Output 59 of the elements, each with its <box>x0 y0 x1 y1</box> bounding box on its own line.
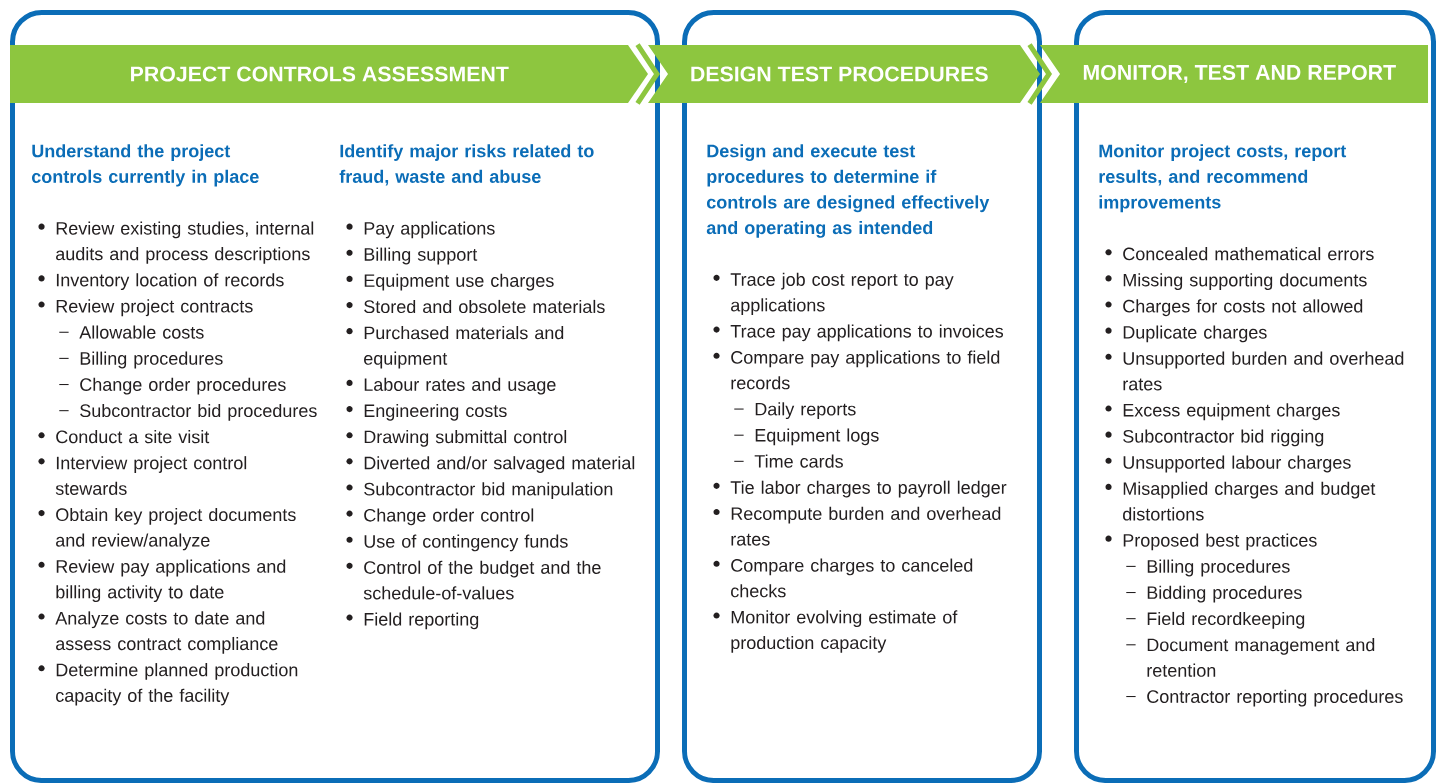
sub-item: Document management and retention <box>1125 638 1375 677</box>
bullet-item: Trace job cost report to pay applications <box>713 272 954 316</box>
bullet-item: Excess equipment charges <box>1105 403 1340 421</box>
sub-item: Change order procedures <box>58 377 286 395</box>
bullet-item: Use of contingency funds <box>346 534 568 552</box>
bullet-item: Change order control <box>346 508 534 526</box>
step-header: PROJECT CONTROLS ASSESSMENT <box>10 45 648 103</box>
bullet-item: Review pay applications and billing activity to date <box>38 559 286 602</box>
bullet-item: Missing supporting documents <box>1105 273 1367 290</box>
bullet-item: Review existing studies, internal audits and process descriptions <box>38 221 314 264</box>
bullet-item: Misapplied charges and budget distortions <box>1105 481 1376 521</box>
bullet-item: Inventory location of records <box>38 273 284 290</box>
bullet-item: Drawing submittal control <box>346 430 567 447</box>
sub-item: Billing procedures <box>1125 559 1290 577</box>
sub-item: Bidding procedures <box>1125 585 1302 603</box>
bullet-item: Charges for costs not allowed <box>1105 299 1363 317</box>
sub-item: Daily reports <box>733 402 856 420</box>
bullet-item: Subcontractor bid rigging <box>1105 429 1324 447</box>
bullet-item: Compare pay applications to field records <box>713 350 1000 390</box>
sub-item: Contractor reporting procedures <box>1125 689 1403 707</box>
bullet-item: Duplicate charges <box>1105 325 1267 343</box>
bullet-item: Control of the budget and the schedule-of-values <box>346 560 601 600</box>
bullet-item: Engineering costs <box>346 403 507 421</box>
bullet-item: Unsupported burden and overhead rates <box>1105 351 1404 391</box>
bullet-item: Review project contracts <box>38 299 253 317</box>
bullet-item: Billing support <box>346 247 478 265</box>
column-heading: Identify major risks related to fraud, waste and abuse <box>339 144 594 186</box>
bullet-item: Interview project control stewards <box>38 456 247 495</box>
bullet-item: Proposed best practices <box>1105 533 1317 551</box>
bullet-item: Field reporting <box>346 612 479 630</box>
column-heading: Understand the project controls currently in place <box>32 144 259 187</box>
sub-item: Allowable costs <box>58 325 204 339</box>
sub-item: Time cards <box>733 454 843 468</box>
sub-item: Subcontractor bid procedures <box>58 403 317 421</box>
sub-item: Field recordkeeping <box>1125 611 1305 629</box>
bullet-item: Analyze costs to date and assess contract compliance <box>38 611 278 654</box>
bullet-item: Labour rates and usage <box>346 377 556 395</box>
bullet-item: Pay applications <box>346 221 495 239</box>
bullet-item: Subcontractor bid manipulation <box>346 482 613 500</box>
step-header: MONITOR, TEST AND REPORT <box>1040 45 1428 103</box>
bullet-item: Conduct a site visit <box>38 430 210 444</box>
bullet-item: Compare charges to canceled checks <box>713 558 973 598</box>
bullet-item: Equipment use charges <box>346 273 554 291</box>
step-header: DESIGN TEST PROCEDURES <box>648 45 1040 103</box>
bullet-item: Unsupported labour charges <box>1105 455 1351 473</box>
bullet-item: Stored and obsolete materials <box>346 299 605 314</box>
bullet-item: Trace pay applications to invoices <box>713 324 1004 342</box>
column-heading: Design and execute test procedures to determine if controls are designed effectively and operating as intended <box>706 144 990 238</box>
bullet-item: Obtain key project documents and review/analyze <box>38 507 296 551</box>
bullet-item: Diverted and/or salvaged material <box>346 456 635 473</box>
bullet-item: Tie labor charges to payroll ledger <box>713 480 1007 498</box>
bullet-item: Recompute burden and overhead rates <box>713 506 1001 546</box>
bullet-item: Concealed mathematical errors <box>1105 247 1374 261</box>
bullet-item: Monitor evolving estimate of production capacity <box>713 610 958 653</box>
column-heading: Monitor project costs, report results, and recommend improvements <box>1099 144 1347 213</box>
bullet-item: Determine planned production capacity of the facility <box>38 663 298 706</box>
sub-item: Billing procedures <box>58 351 223 369</box>
bullet-item: Purchased materials and equipment <box>346 326 564 369</box>
sub-item: Equipment logs <box>733 428 879 446</box>
